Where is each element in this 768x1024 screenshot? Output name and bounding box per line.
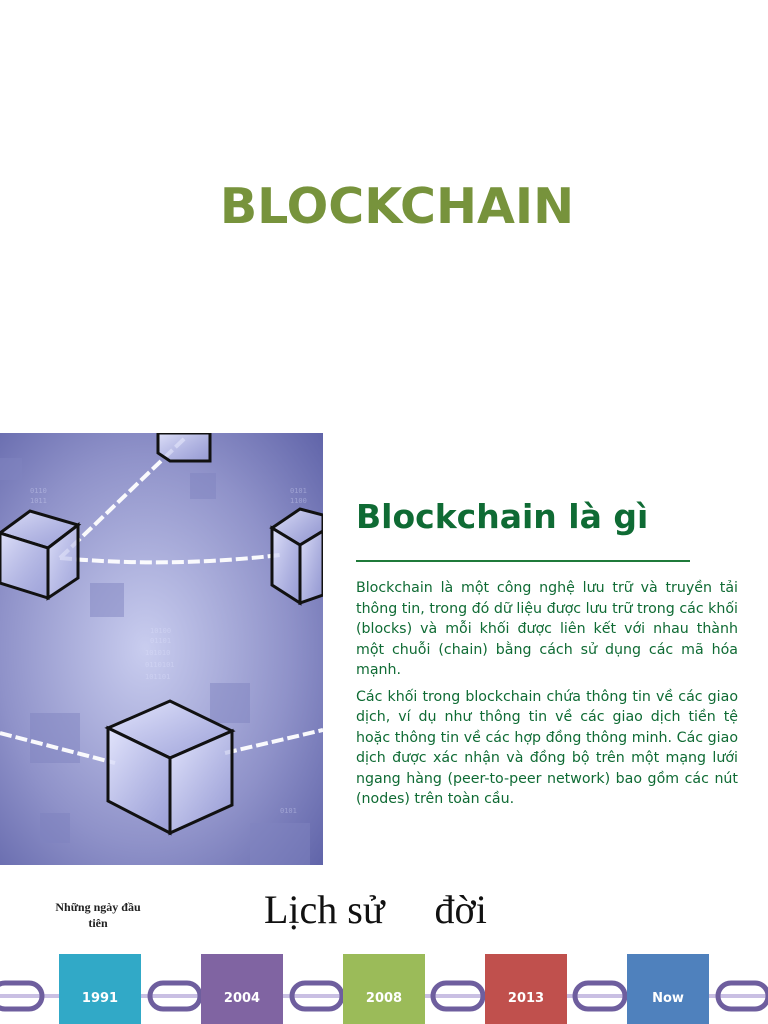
year-label: 1991 (81, 991, 119, 1006)
timeline-year-2013: 2013 (485, 954, 567, 1024)
page-title: BLOCKCHAIN (219, 178, 575, 235)
year-label: Now (652, 991, 684, 1006)
svg-text:10100: 10100 (150, 627, 171, 635)
svg-text:0101: 0101 (290, 487, 307, 495)
svg-text:0110: 0110 (30, 487, 47, 495)
section-body: Blockchain là một công nghệ lưu trữ và t… (356, 578, 738, 816)
svg-text:0101: 0101 (280, 807, 297, 815)
year-label: 2013 (507, 991, 545, 1006)
timeline-year-2008: 2008 (343, 954, 425, 1024)
blockchain-illustration: 0110 1011 10100 01101 101010 0110101 101101 0… (0, 433, 323, 865)
svg-text:101101: 101101 (145, 673, 170, 681)
timeline: 1991 2004 2008 2013 Now (0, 950, 768, 1024)
svg-text:0110101: 0110101 (145, 661, 175, 669)
svg-text:1100: 1100 (290, 497, 307, 505)
timeline-caption: Những ngày đầu tiên (55, 900, 141, 930)
timeline-year-now: Now (627, 954, 709, 1024)
svg-text:01101: 01101 (150, 637, 171, 645)
timeline-year-2004: 2004 (201, 954, 283, 1024)
history-title: Lịch sử đời (264, 887, 487, 932)
blockchain-cubes-icon: 0110 1011 10100 01101 101010 0110101 101101 0… (0, 433, 323, 865)
section-heading: Blockchain là gì (356, 497, 649, 536)
year-label: 2004 (223, 991, 261, 1006)
year-label: 2008 (365, 991, 403, 1006)
svg-text:101010: 101010 (145, 649, 170, 657)
paragraph: Blockchain là một công nghệ lưu trữ và t… (356, 580, 738, 678)
paragraph: Các khối trong blockchain chứa thông tin… (356, 688, 738, 808)
timeline-year-1991: 1991 (59, 954, 141, 1024)
heading-divider (356, 560, 690, 562)
svg-text:1011: 1011 (30, 497, 47, 505)
